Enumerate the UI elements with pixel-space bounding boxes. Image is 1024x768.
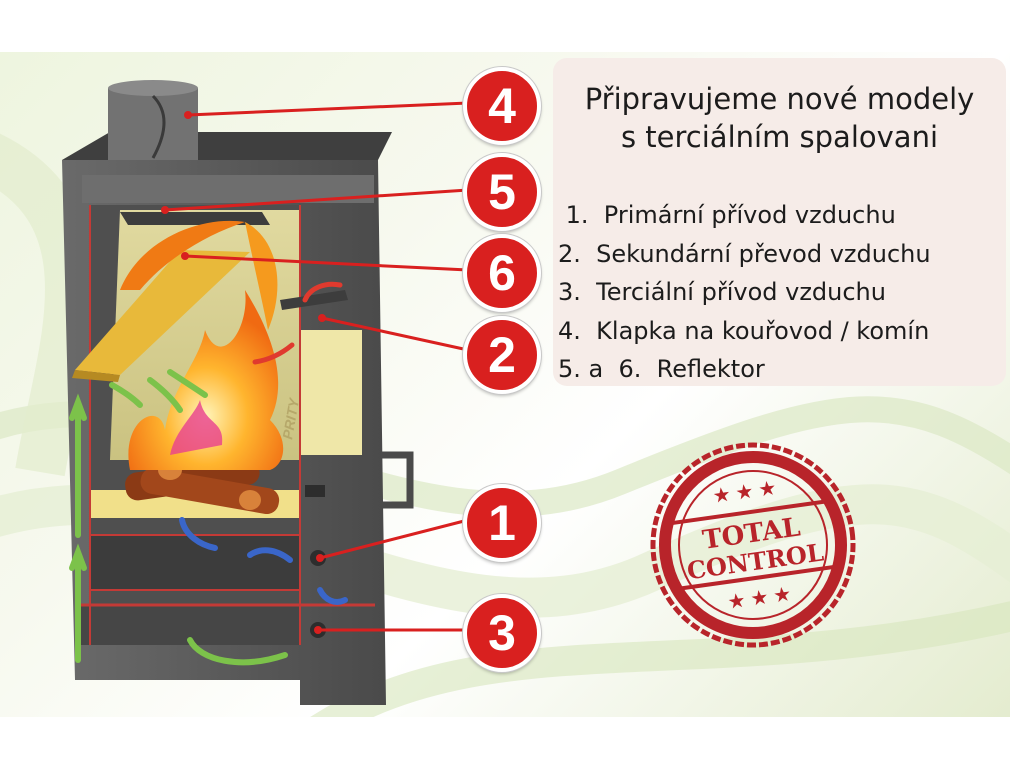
info-list: 1. Primární přívod vzduchu 2. Sekundární… (558, 196, 931, 389)
svg-text:★: ★ (749, 584, 770, 610)
total-control-stamp: ★ ★ ★ ★ ★ ★ TOTAL CONTROL (650, 442, 856, 648)
badge-1: 1 (463, 484, 541, 562)
svg-text:★: ★ (757, 475, 778, 501)
fire-flames (120, 220, 284, 470)
badge-6: 6 (463, 234, 541, 312)
stove-brand: PRITY (279, 396, 302, 441)
svg-text:★: ★ (772, 581, 793, 607)
info-panel (553, 58, 1006, 386)
callout-dots (161, 111, 326, 634)
callout-lines (164, 101, 469, 632)
info-list-item: 2. Sekundární převod vzduchu (558, 239, 931, 268)
badge-4: 4 (463, 67, 541, 145)
tertiary-air-arrows (252, 281, 343, 365)
info-title: Připravujeme nové modely s terciálním sp… (553, 80, 1006, 156)
info-list-item: 4. Klapka na kouřovod / komín (558, 316, 930, 345)
badge-5: 5 (463, 153, 541, 231)
primary-air-arrows (179, 517, 348, 605)
secondary-air-arrows (69, 369, 288, 666)
star-icon: ★ ★ ★ ★ ★ ★ (711, 475, 793, 614)
info-list-item: 5. a 6. Reflektor (558, 355, 765, 383)
info-title-line-2: s terciálním spalovani (620, 120, 939, 154)
svg-text:★: ★ (726, 588, 747, 614)
flue-pipe (108, 80, 198, 160)
badge-3: 3 (463, 594, 541, 672)
svg-text:★: ★ (711, 482, 732, 508)
info-list-item: 3. Terciální přívod vzduchu (558, 278, 886, 306)
svg-text:★: ★ (734, 479, 755, 505)
info-list-item: 1. Primární přívod vzduchu (558, 201, 896, 229)
info-title-line-1: Připravujeme nové modely (584, 82, 975, 116)
badge-2: 2 (463, 316, 541, 394)
